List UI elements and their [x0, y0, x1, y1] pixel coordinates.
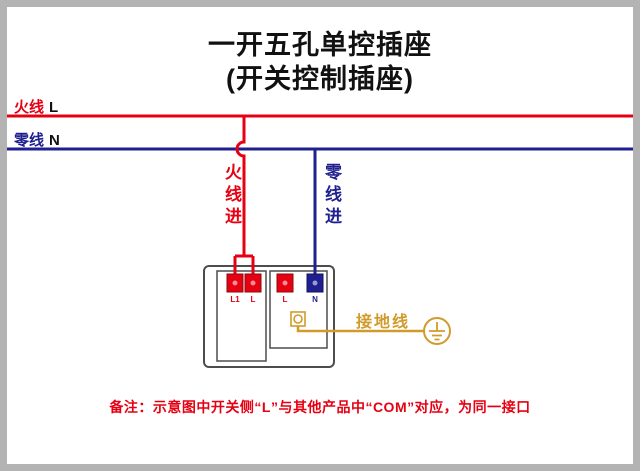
earth-symbol-icon [423, 317, 451, 345]
terminal-label-socket-l: L [283, 295, 288, 304]
neutral-bus-name: 零线 [14, 132, 45, 149]
screw-icon [250, 280, 256, 286]
ground-wire-label: 接地线 [356, 314, 411, 331]
live-drop-wire [235, 116, 246, 256]
screw-icon [232, 280, 238, 286]
ground-terminal-screw [293, 314, 303, 324]
screw-icon [282, 280, 288, 286]
terminal-label-l: L [251, 295, 256, 304]
footnote: 备注：示意图中开关侧“L”与其他产品中“COM”对应，为同一接口 [109, 399, 531, 415]
neutral-in-label: 零线进 [322, 163, 341, 229]
screw-icon [312, 280, 318, 286]
title-line1: 一开五孔单控插座 [208, 30, 432, 60]
live-bus-letter: L [49, 99, 59, 116]
page-title: 一开五孔单控插座 (开关控制插座) [0, 28, 640, 96]
terminal-label-l1: L1 [230, 295, 240, 304]
neutral-bus-letter: N [49, 132, 60, 149]
ground-wire [296, 326, 424, 333]
title-line2: (开关控制插座) [226, 64, 414, 94]
terminal-label-socket-n: N [312, 295, 318, 304]
live-in-label: 火线进 [222, 163, 241, 229]
live-bus-name: 火线 [14, 99, 45, 116]
